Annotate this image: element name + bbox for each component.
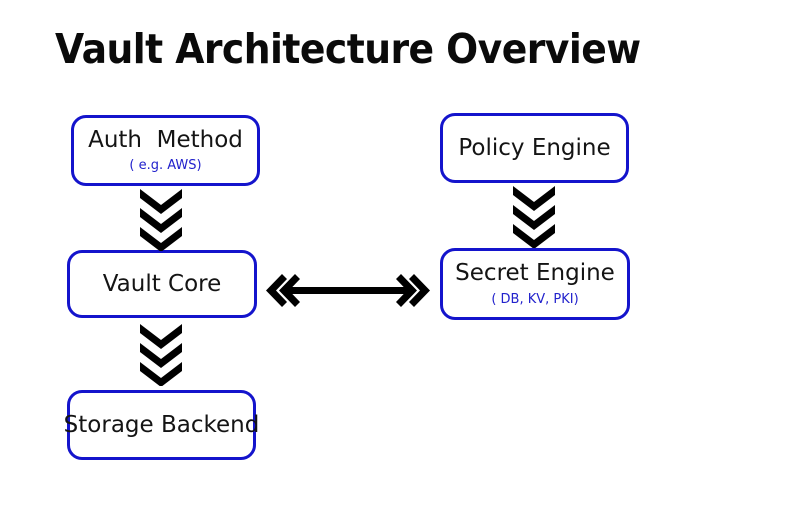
node-vault-core[interactable]: Vault Core bbox=[67, 250, 257, 318]
arrow-down-policy-engine-to-secret-engine-icon bbox=[511, 186, 557, 248]
arrow-down-vault-core-to-storage-backend-icon bbox=[138, 324, 184, 386]
node-vault-core-label: Vault Core bbox=[102, 270, 222, 297]
arrow-bidirectional-vault-core-to-secret-engine-icon bbox=[262, 271, 434, 311]
page-title: Vault Architecture Overview bbox=[55, 25, 641, 73]
node-storage-backend[interactable]: Storage Backend bbox=[64, 390, 259, 460]
node-auth-method-sublabel: ( e.g. AWS) bbox=[129, 158, 202, 174]
node-secret-engine-label: Secret Engine bbox=[455, 260, 615, 287]
node-storage-backend-label: Storage Backend bbox=[63, 411, 260, 438]
node-policy-engine-label: Policy Engine bbox=[458, 134, 611, 161]
node-policy-engine[interactable]: Policy Engine bbox=[440, 113, 629, 183]
node-auth-method-label: Auth Method bbox=[88, 126, 243, 153]
node-secret-engine-sublabel: ( DB, KV, PKI) bbox=[491, 291, 579, 307]
arrow-down-auth-method-to-vault-core-icon bbox=[138, 189, 184, 251]
node-secret-engine[interactable]: Secret Engine ( DB, KV, PKI) bbox=[440, 248, 630, 320]
node-auth-method[interactable]: Auth Method ( e.g. AWS) bbox=[71, 115, 260, 186]
